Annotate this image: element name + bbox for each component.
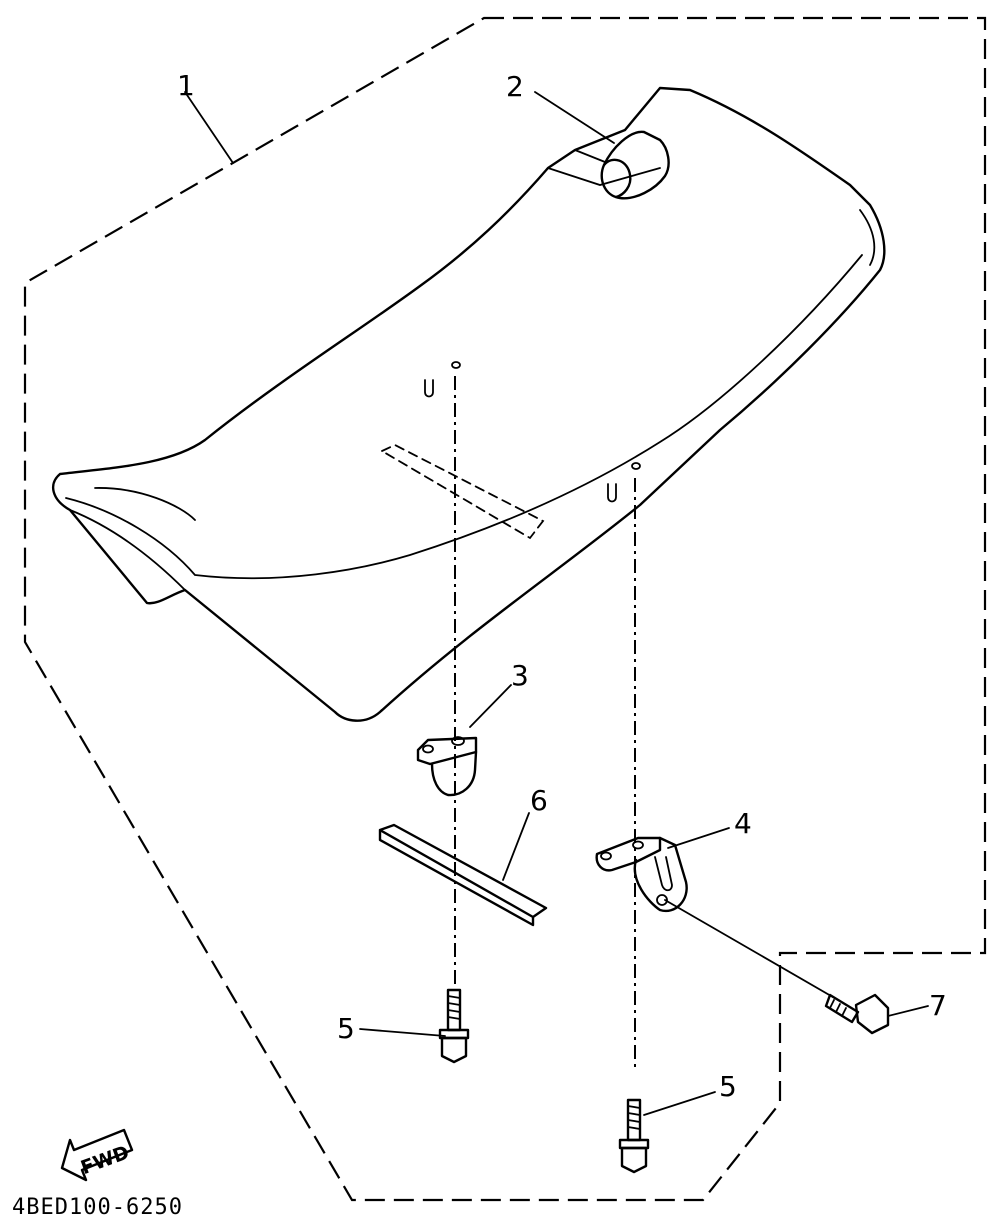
callout-5-left: 5 <box>337 1012 355 1045</box>
callout-5-right: 5 <box>719 1070 737 1103</box>
callout-3: 3 <box>511 659 529 692</box>
damper-strip-part <box>378 823 548 927</box>
callout-1: 1 <box>177 69 195 102</box>
mount-holes <box>424 361 641 503</box>
callout-6: 6 <box>530 784 548 817</box>
seat-clip-part <box>600 130 670 200</box>
seat-base-strip <box>380 443 545 540</box>
drawing-code: 4BED100-6250 <box>12 1195 183 1220</box>
rear-bracket-part <box>595 836 688 913</box>
leader-lines <box>184 91 929 1116</box>
bolt-part-right <box>618 1098 650 1174</box>
forward-label: FWD <box>78 1141 132 1179</box>
seat-part <box>51 86 886 722</box>
callout-2: 2 <box>506 70 524 103</box>
bolt-part-seven <box>824 993 890 1035</box>
front-bracket-part <box>416 736 478 797</box>
callout-7: 7 <box>929 989 947 1022</box>
centerline-bolt <box>664 899 839 1001</box>
bolt-part-left <box>438 988 470 1064</box>
assembly-boundary <box>23 16 987 1202</box>
callout-4: 4 <box>734 807 752 840</box>
forward-direction-arrow: FWD <box>60 1128 134 1182</box>
